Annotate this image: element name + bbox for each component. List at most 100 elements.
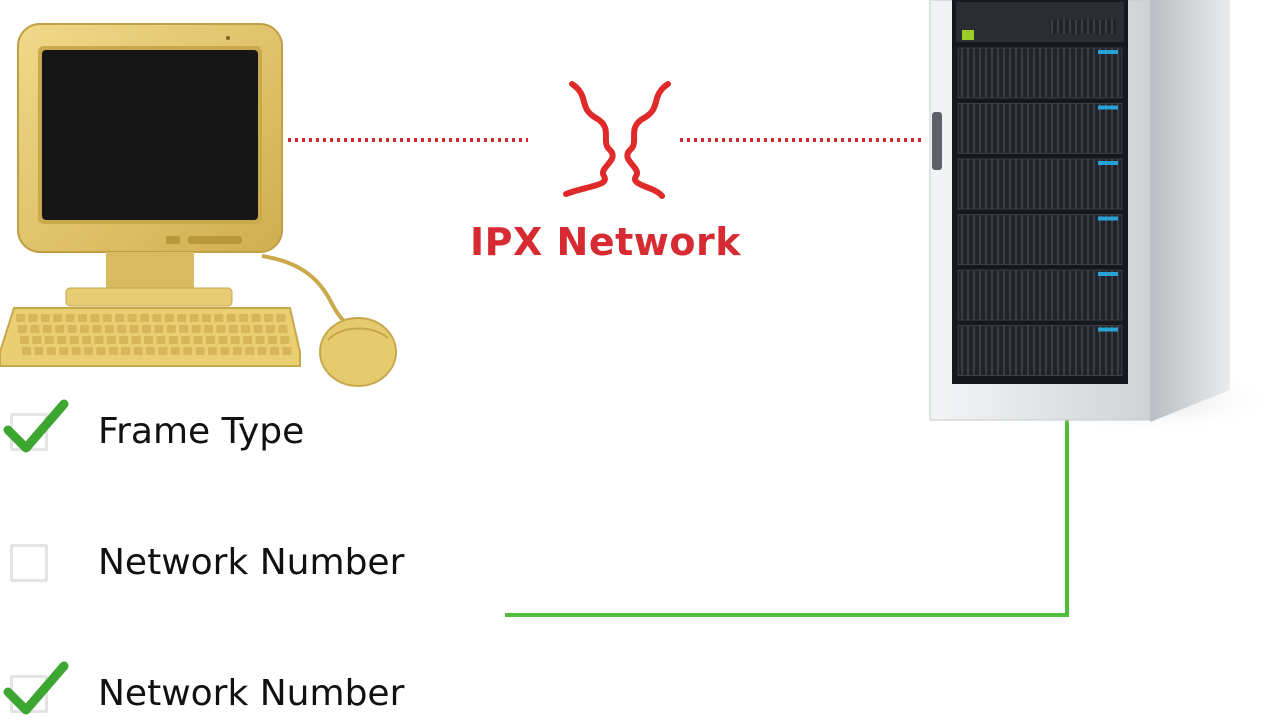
- keyboard-key: [146, 347, 155, 355]
- keyboard-key: [179, 325, 189, 333]
- server-led: [1098, 327, 1118, 332]
- keyboard-key: [102, 314, 112, 322]
- checklist-item-network-number[interactable]: Network Number: [6, 537, 476, 589]
- keyboard-key: [158, 347, 168, 355]
- server-rack-unit: [957, 158, 1123, 210]
- server-rack-unit: [957, 325, 1123, 376]
- keyboard-key: [53, 314, 63, 322]
- keyboard-key: [245, 347, 255, 355]
- keyboard-key: [119, 336, 129, 344]
- keyboard-key: [239, 314, 249, 322]
- broken-signal-icon: [563, 81, 671, 199]
- checklist-item-network-number-2[interactable]: Network Number: [3, 661, 476, 720]
- checkmark-icon: [3, 399, 69, 453]
- network-label: IPX Network: [470, 220, 741, 264]
- keyboard-key: [133, 347, 143, 355]
- keyboard-key: [218, 336, 228, 344]
- keyboard-key: [108, 347, 118, 355]
- checklist-label: Frame Type: [98, 411, 305, 452]
- keyboard-key: [90, 314, 100, 322]
- keyboard-key: [255, 336, 265, 344]
- keyboard-key: [82, 336, 91, 344]
- keyboard-key: [22, 347, 31, 355]
- keyboard-key: [264, 314, 273, 322]
- keyboard-key: [18, 325, 27, 333]
- server-rack-unit: [957, 214, 1123, 265]
- keyboard-key: [230, 336, 240, 344]
- keyboard-key: [253, 325, 263, 333]
- keyboard-key: [67, 325, 77, 333]
- keyboard-key: [71, 347, 81, 355]
- keyboard-key: [57, 336, 67, 344]
- keyboard-key: [191, 325, 201, 333]
- server-led: [1098, 161, 1118, 165]
- keyboard-key: [144, 336, 153, 344]
- keyboard-key: [166, 325, 176, 333]
- keyboard-key: [127, 314, 137, 322]
- keyboard-key: [115, 314, 125, 322]
- keyboard-key: [131, 336, 141, 344]
- keyboard-key: [177, 314, 187, 322]
- keyboard-key: [78, 314, 87, 322]
- keyboard-key: [44, 336, 54, 344]
- keyboard-key: [268, 336, 277, 344]
- keyboard-key: [226, 314, 236, 322]
- keyboard-key: [40, 314, 50, 322]
- keyboard-key: [164, 314, 174, 322]
- keyboard-key: [189, 314, 199, 322]
- keyboard-key: [208, 347, 217, 355]
- keyboard-key: [282, 347, 292, 355]
- desktop-computer-icon: [0, 23, 397, 387]
- keyboard-key: [129, 325, 139, 333]
- keyboard-key: [121, 347, 131, 355]
- keyboard-key: [152, 314, 162, 322]
- keyboard-key: [181, 336, 191, 344]
- keyboard-key: [280, 336, 290, 344]
- keyboard-key: [266, 325, 275, 333]
- keyboard-key: [202, 314, 211, 322]
- keyboard-key: [276, 314, 286, 322]
- keyboard-key: [28, 314, 38, 322]
- keyboard-key: [170, 347, 180, 355]
- keyboard-key: [251, 314, 261, 322]
- checklist-label: Network Number: [98, 673, 405, 714]
- keyboard-key: [42, 325, 52, 333]
- keyboard-key: [30, 325, 40, 333]
- server-led: [1098, 105, 1118, 110]
- keyboard-key: [16, 314, 25, 322]
- keyboard-key: [94, 336, 104, 344]
- keyboard-key: [20, 336, 29, 344]
- keyboard-key: [92, 325, 102, 333]
- checklist-item-frame-type[interactable]: Frame Type: [3, 399, 476, 458]
- keyboard-key: [80, 325, 89, 333]
- keyboard-key: [59, 347, 69, 355]
- checkmark-icon: [3, 661, 69, 715]
- keyboard-key: [32, 336, 42, 344]
- keyboard-key: [168, 336, 178, 344]
- keyboard-key: [104, 325, 114, 333]
- keyboard-key: [243, 336, 253, 344]
- keyboard-key: [228, 325, 238, 333]
- keyboard-key: [69, 336, 79, 344]
- keyboard-key: [84, 347, 93, 355]
- keyboard-key: [106, 336, 116, 344]
- keyboard-key: [193, 336, 203, 344]
- keyboard-key: [241, 325, 251, 333]
- checkbox[interactable]: [10, 544, 48, 582]
- keyboard-key: [257, 347, 267, 355]
- keyboard-key: [206, 336, 215, 344]
- server-rack-unit: [957, 103, 1123, 154]
- keyboard-key: [65, 314, 75, 322]
- keyboard-key: [270, 347, 279, 355]
- keyboard-key: [278, 325, 288, 333]
- keyboard-key: [214, 314, 224, 322]
- keyboard-key: [55, 325, 65, 333]
- server-led: [1098, 272, 1118, 276]
- keyboard-key: [96, 347, 106, 355]
- keyboard-key: [220, 347, 230, 355]
- keyboard-key: [204, 325, 213, 333]
- server-rack-unit: [957, 269, 1123, 321]
- keyboard-key: [140, 314, 149, 322]
- server-tower-icon: [929, 0, 1280, 434]
